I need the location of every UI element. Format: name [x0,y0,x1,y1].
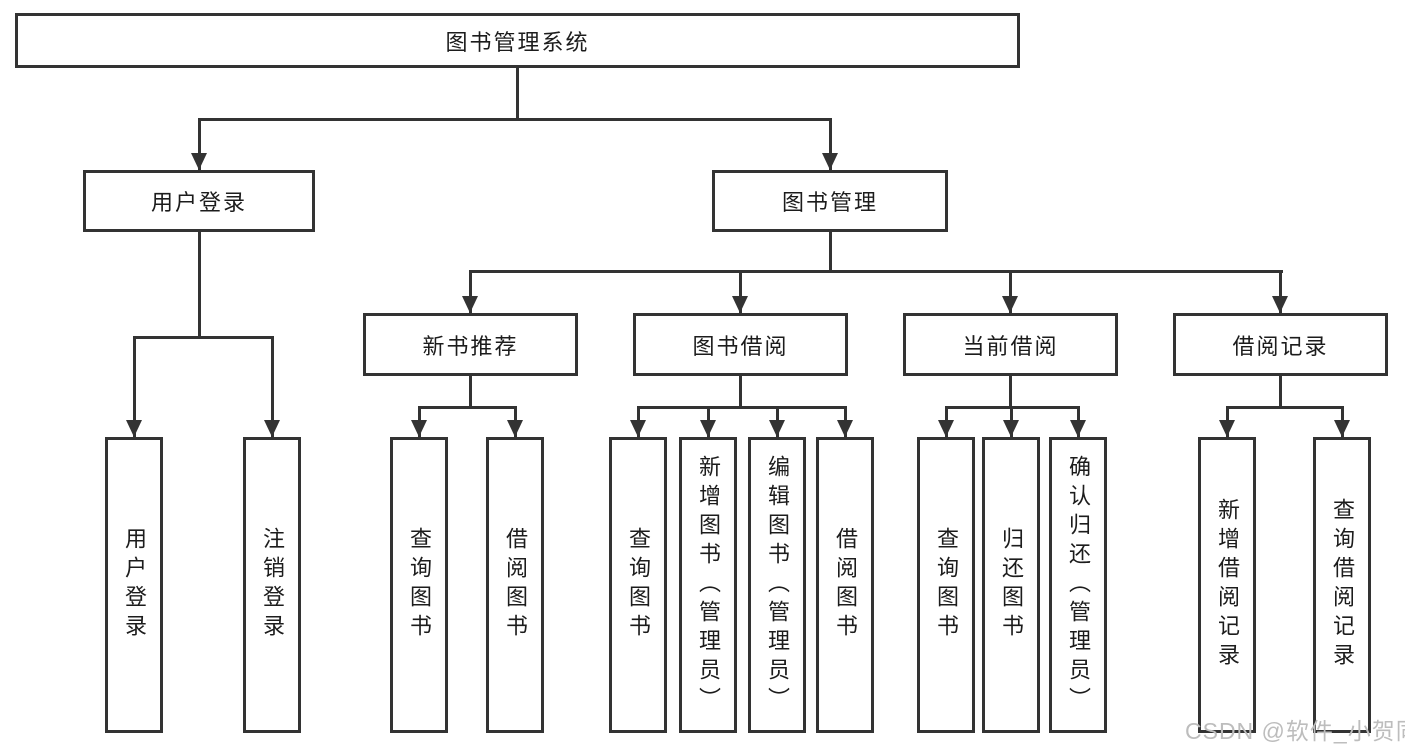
edge-book-borrow-stem [739,376,742,406]
edge-arrow-query-books-1 [411,406,427,437]
edge-arrow-borrow-books-1 [507,406,523,437]
edge-arrow-user-login [191,118,207,170]
edge-new-books-stem [469,376,472,406]
leaf-user-login: 用户登录 [105,437,163,733]
edge-borrow-records-branch [1225,406,1344,409]
leaf-borrow-books-recommend: 借阅图书 [486,437,544,733]
node-book-management: 图书管理 [712,170,948,232]
edge-current-borrow-stem [1009,376,1012,406]
edge-book-mgmt-stem [828,232,832,270]
edge-arrow-book-management [822,118,838,170]
edge-user-login-stem [197,232,201,336]
edge-arrow-confirm-return [1070,406,1086,437]
node-current-borrow: 当前借阅 [903,313,1118,376]
leaf-add-borrow-record: 新增借阅记录 [1198,437,1256,733]
edge-arrow-query-books-2 [630,406,646,437]
edge-arrow-login [126,336,142,437]
leaf-add-books-admin: 新增图书（管理员） [679,437,737,733]
leaf-confirm-return-admin: 确认归还（管理员） [1049,437,1107,733]
leaf-query-borrow-record: 查询借阅记录 [1313,437,1371,733]
edge-book-borrow-branch [636,406,847,409]
edge-arrow-edit-books [769,406,785,437]
leaf-borrow-books: 借阅图书 [816,437,874,733]
node-library-system: 图书管理系统 [15,13,1020,68]
edge-arrow-logout [264,336,280,437]
edge-arrow-query-books-3 [938,406,954,437]
leaf-logout: 注销登录 [243,437,301,733]
edge-arrow-add-books [700,406,716,437]
csdn-watermark: CSDN @软件_小贺同学 [1185,718,1405,744]
node-new-book-recommend: 新书推荐 [363,313,578,376]
leaf-query-books-current: 查询图书 [917,437,975,733]
edge-arrow-add-record [1219,406,1235,437]
edge-root-branch [197,118,832,121]
edge-new-books-branch [417,406,517,409]
node-book-borrow: 图书借阅 [633,313,848,376]
edge-arrow-book-borrow [732,270,748,313]
edge-borrow-records-stem [1279,376,1282,406]
edge-arrow-return-books [1003,406,1019,437]
edge-arrow-borrow-records [1272,270,1288,313]
leaf-query-books-borrow: 查询图书 [609,437,667,733]
leaf-edit-books-admin: 编辑图书（管理员） [748,437,806,733]
leaf-return-books: 归还图书 [982,437,1040,733]
edge-arrow-new-books [462,270,478,313]
edge-book-mgmt-branch [468,270,1283,273]
leaf-query-books-recommend: 查询图书 [390,437,448,733]
edge-user-login-branch [132,336,274,339]
edge-arrow-query-record [1334,406,1350,437]
edge-arrow-borrow-books-2 [837,406,853,437]
node-user-login: 用户登录 [83,170,315,232]
node-borrow-records: 借阅记录 [1173,313,1388,376]
edge-arrow-current-borrow [1002,270,1018,313]
edge-root-stem [515,68,519,118]
